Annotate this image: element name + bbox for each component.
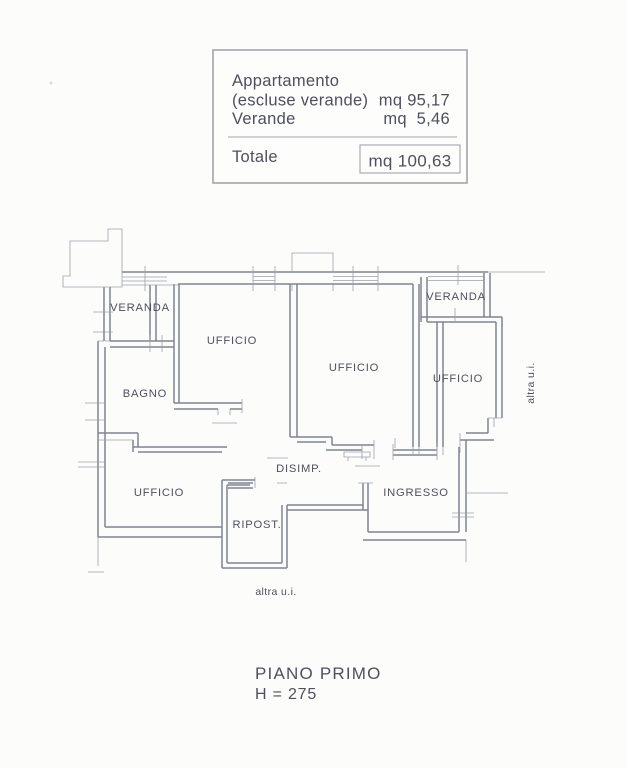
total-label: Totale xyxy=(232,148,278,166)
plan-walls xyxy=(97,271,503,569)
room-label-veranda-left: VERANDA xyxy=(110,302,170,314)
adjacent-unit-bottom-label: altra u.i. xyxy=(255,586,296,598)
apartment-area-value: mq 95,17 xyxy=(379,92,450,110)
verande-label: Verande xyxy=(232,110,296,128)
plan-thin-lines xyxy=(62,228,545,573)
apartment-label: Appartamento xyxy=(232,72,339,90)
apartment-sublabel: (escluse verande) xyxy=(232,92,368,110)
room-label-bagno: BAGNO xyxy=(123,388,167,400)
total-area-value: mq 100,63 xyxy=(368,152,451,171)
total-value-box xyxy=(359,144,461,174)
footer: PIANO PRIMO H = 275 xyxy=(255,664,382,703)
room-label-ufficio-top-left: UFFICIO xyxy=(207,335,257,347)
balcony-outline xyxy=(291,252,334,272)
scan-speck xyxy=(49,81,53,85)
verande-area-value: mq 5,46 xyxy=(383,110,450,128)
room-label-ufficio-center: UFFICIO xyxy=(329,362,379,374)
annotations: altra u.i. altra u.i. xyxy=(255,362,537,598)
ceiling-height: H = 275 xyxy=(255,686,317,703)
room-label-ufficio-right: UFFICIO xyxy=(433,373,483,385)
radiator-symbol xyxy=(343,451,371,461)
room-label-ripostiglio: RIPOST. xyxy=(232,519,281,531)
room-label-veranda-right: VERANDA xyxy=(426,291,486,303)
floor-title: PIANO PRIMO xyxy=(255,664,382,683)
room-label-ingresso: INGRESSO xyxy=(383,487,448,499)
summary-box: Appartamento (escluse verande) mq 95,17 … xyxy=(212,49,468,184)
room-label-disimpegno: DISIMP. xyxy=(276,463,322,475)
stair-structure-outline xyxy=(62,228,123,288)
room-labels: VERANDA UFFICIO UFFICIO VERANDA UFFICIO … xyxy=(110,291,486,531)
room-label-ufficio-bottom-left: UFFICIO xyxy=(134,487,184,499)
summary-box-border xyxy=(212,49,468,184)
adjacent-unit-right-label: altra u.i. xyxy=(525,362,537,403)
